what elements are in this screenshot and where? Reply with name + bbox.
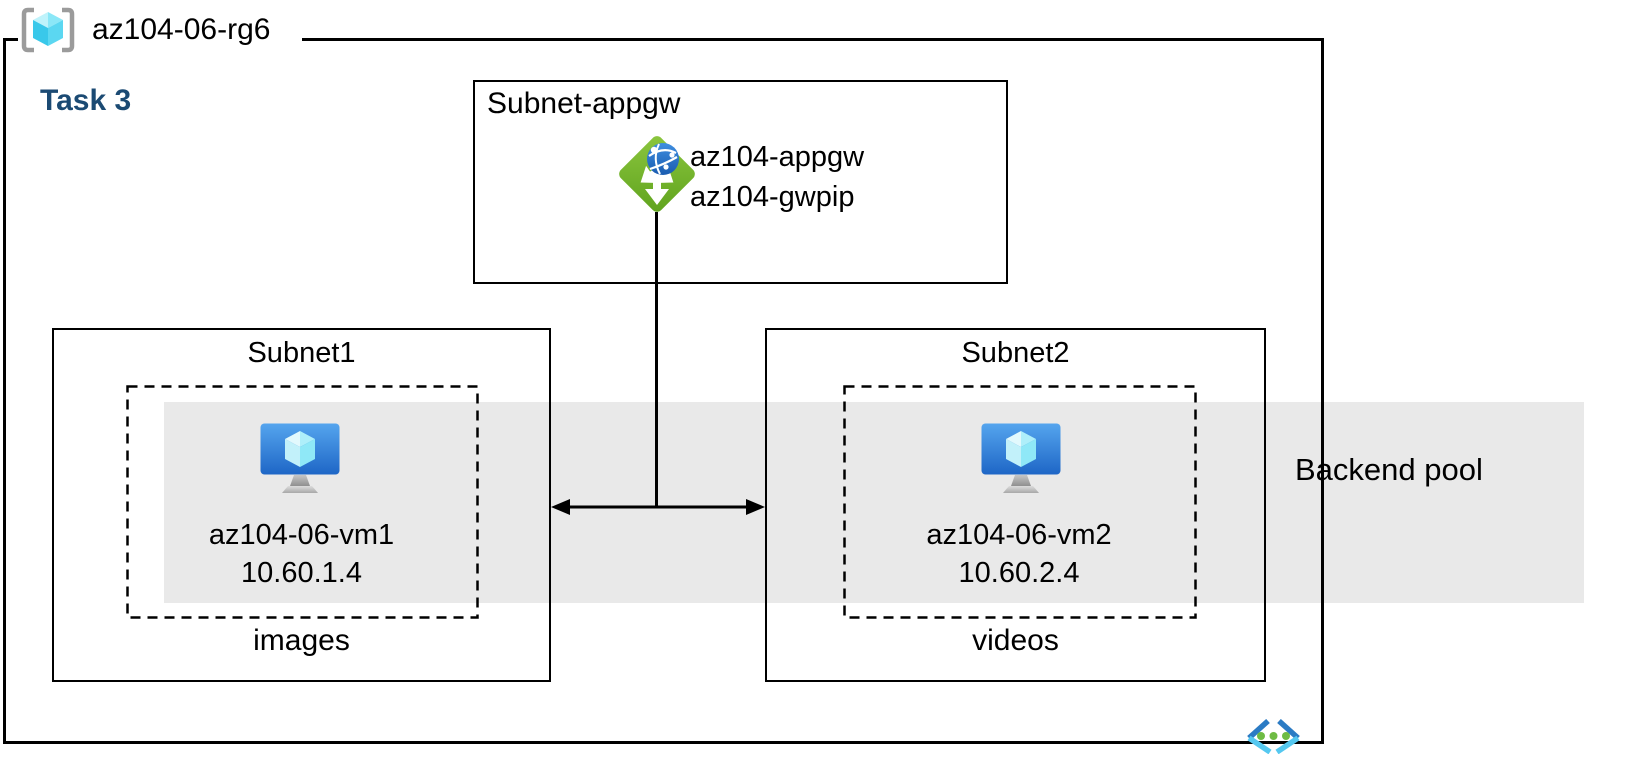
subnet1-box: [52, 328, 551, 682]
appgw-subnet-title: Subnet-appgw: [487, 87, 681, 120]
vm2-ip-label: 10.60.2.4: [958, 557, 1080, 589]
virtual-machine-icon-vm1: [260, 423, 340, 493]
application-gateway-icon: [619, 136, 695, 212]
appgw-connector-line: [655, 212, 658, 508]
vm1-ip-label: 10.60.1.4: [241, 557, 362, 589]
vm1-name-label: az104-06-vm1: [208, 519, 395, 551]
virtual-machine-icon-vm2: [981, 423, 1061, 493]
appgw-name-label: az104-appgw: [690, 141, 865, 173]
subnet1-caption: images: [253, 624, 350, 657]
resource-group-label: az104-06-rg6: [92, 13, 271, 46]
task-label: Task 3: [40, 84, 132, 117]
subnet2-box: [765, 328, 1266, 682]
resource-group-icon: [21, 7, 75, 53]
resource-group-border-gap: [18, 28, 302, 50]
subnet2-backend-dashed-box: [843, 385, 1197, 619]
subnet1-title: Subnet1: [247, 337, 356, 369]
backend-pool-label: Backend pool: [1295, 452, 1483, 487]
virtual-network-icon: [1247, 719, 1300, 754]
subnet1-backend-dashed-box: [126, 385, 479, 619]
resource-group-box: [3, 38, 1324, 744]
backend-pool-band: [164, 402, 1584, 603]
subnet2-title: Subnet2: [961, 337, 1070, 369]
appgw-subnet-box: [473, 80, 1008, 284]
vm1-labels: az104-06-vm1 10.60.1.4: [126, 516, 477, 592]
appgw-public-ip-label: az104-gwpip: [690, 181, 855, 213]
subnet-double-arrow: [551, 499, 765, 515]
subnet2-caption: videos: [972, 624, 1059, 657]
vm2-name-label: az104-06-vm2: [926, 519, 1112, 551]
globe-icon: [647, 143, 679, 175]
vm2-labels: az104-06-vm2 10.60.2.4: [843, 516, 1195, 592]
